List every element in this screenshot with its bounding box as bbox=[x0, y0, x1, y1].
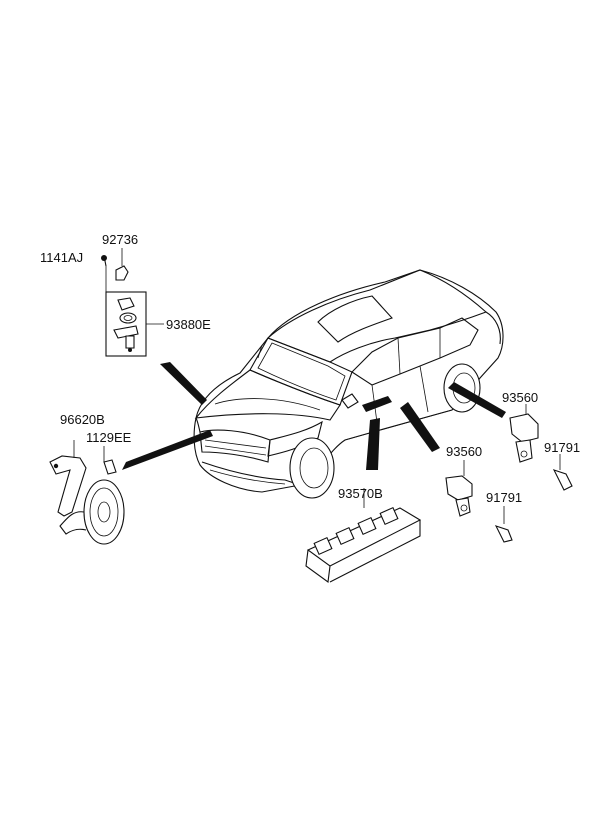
label-96620b: 96620B bbox=[60, 412, 105, 427]
horn-arrow bbox=[122, 430, 213, 470]
window-switch-pointer bbox=[362, 396, 392, 412]
power-window-switch-group bbox=[305, 488, 422, 583]
callout-arrows bbox=[122, 362, 506, 470]
door-switch-left-group bbox=[445, 460, 513, 543]
label-1129ee: 1129EE bbox=[86, 430, 132, 445]
right-door-switch-arrow bbox=[448, 382, 506, 418]
hood-switch-group bbox=[101, 248, 164, 357]
part-labels: 1141AJ 92736 93880E 96620B 1129EE 93560 … bbox=[40, 232, 580, 505]
label-91791-right: 91791 bbox=[544, 440, 580, 455]
label-93570b: 93570B bbox=[338, 486, 383, 501]
window-switch-arrow bbox=[366, 418, 380, 470]
label-93560-left: 93560 bbox=[446, 444, 482, 459]
label-93880e: 93880E bbox=[166, 317, 211, 332]
left-door-switch-arrow bbox=[400, 402, 440, 452]
label-1141aj: 1141AJ bbox=[40, 250, 83, 265]
hood-switch-arrow bbox=[160, 362, 207, 405]
label-93560-right: 93560 bbox=[502, 390, 538, 405]
label-91791-left: 91791 bbox=[486, 490, 522, 505]
horn-group bbox=[49, 440, 125, 545]
door-switch-right-group bbox=[509, 404, 573, 491]
label-92736: 92736 bbox=[102, 232, 138, 247]
